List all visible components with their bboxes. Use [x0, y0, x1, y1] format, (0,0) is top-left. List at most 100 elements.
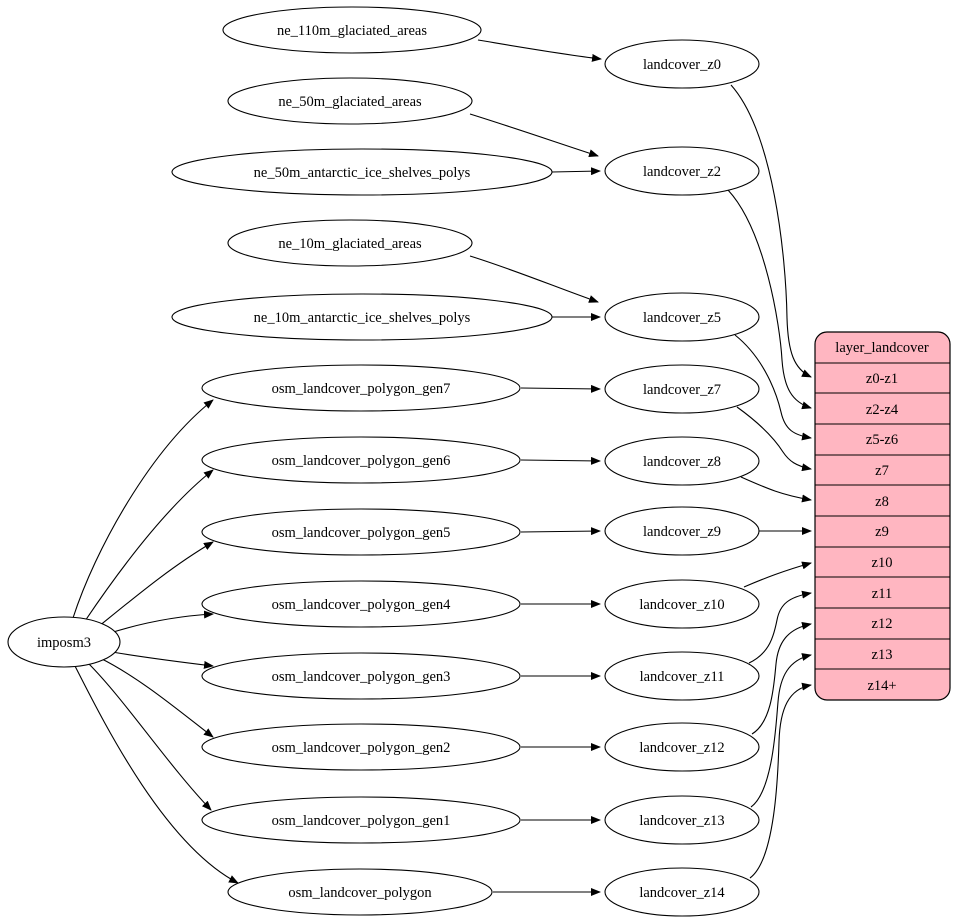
view-label: landcover_z10: [639, 597, 724, 613]
edge-gen7-to-z7: [520, 384, 601, 393]
edge-imposm3-to-gen7: [72, 399, 214, 619]
source-label: ne_50m_antarctic_ice_shelves_polys: [254, 165, 471, 181]
view-label: landcover_z2: [643, 164, 721, 180]
imposm3-label: imposm3: [37, 635, 91, 651]
view-shape: [604, 867, 760, 917]
edge-z5-to-row-z5-z6: [734, 334, 812, 441]
edges-importer: [72, 399, 239, 884]
source-shape: [171, 148, 553, 196]
node-osm-landcover-polygon-gen3: osm_landcover_polygon_gen3: [201, 652, 521, 700]
source-label: osm_landcover_polygon_gen2: [272, 740, 451, 756]
edge-gen6-to-z8: [520, 456, 601, 465]
view-shape: [604, 506, 760, 556]
source-shape: [227, 77, 473, 125]
edge-z14-to-row-z14plus: [749, 682, 812, 879]
view-label: landcover_z8: [643, 454, 721, 470]
source-shape: [222, 6, 482, 54]
view-shape: [604, 579, 760, 629]
edge-z2-to-row-z2-z4: [727, 189, 812, 410]
record-row-z7: z7: [875, 463, 889, 479]
source-shape: [201, 796, 521, 844]
node-landcover-z13: landcover_z13: [604, 795, 760, 845]
edge-imposm3-to-gen6: [84, 469, 214, 622]
node-landcover-z8: landcover_z8: [604, 436, 760, 486]
edge-z12-to-row-z12: [751, 621, 812, 735]
edge-gen5-to-z9: [520, 527, 601, 536]
node-layer-landcover: layer_landcover z0-z1 z2-z4 z5-z6 z7 z8 …: [814, 331, 951, 701]
source-label: ne_50m_glaciated_areas: [278, 94, 422, 110]
view-shape: [604, 364, 760, 414]
record-row-z11: z11: [872, 586, 892, 602]
node-imposm3: imposm3: [7, 616, 121, 668]
edge-z0-to-row-z0-z1: [730, 84, 812, 378]
source-shape: [201, 652, 521, 700]
node-landcover-z7: landcover_z7: [604, 364, 760, 414]
edges-sources: [469, 39, 602, 896]
view-label: landcover_z5: [643, 310, 721, 326]
node-ne-110m-glaciated-areas: ne_110m_glaciated_areas: [222, 6, 482, 54]
view-label: landcover_z9: [643, 524, 721, 540]
edge-ne50m-to-z2: [469, 113, 599, 158]
edges-to-record: [727, 84, 812, 879]
edge-imposm3-to-gen5: [97, 541, 214, 628]
source-shape: [171, 293, 553, 341]
record-row-z0-z1: z0-z1: [866, 371, 898, 387]
source-label: ne_10m_antarctic_ice_shelves_polys: [254, 310, 471, 326]
node-landcover-z11: landcover_z11: [604, 651, 760, 701]
view-label: landcover_z0: [643, 57, 721, 73]
edge-z10-to-row-z10: [743, 561, 812, 588]
edge-z7-to-row-z7: [736, 406, 812, 472]
record-row-z14plus: z14+: [867, 678, 896, 694]
source-shape: [201, 723, 521, 771]
node-osm-landcover-polygon-gen4: osm_landcover_polygon_gen4: [201, 580, 521, 628]
record-row-z12: z12: [872, 616, 893, 632]
node-ne-10m-antarctic-ice-shelves-polys: ne_10m_antarctic_ice_shelves_polys: [171, 293, 553, 341]
node-osm-landcover-polygon-gen1: osm_landcover_polygon_gen1: [201, 796, 521, 844]
node-ne-50m-glaciated-areas: ne_50m_glaciated_areas: [227, 77, 473, 125]
edge-imposm3-to-gen1: [87, 662, 212, 811]
edge-ne10m-to-z5: [469, 255, 599, 303]
node-osm-landcover-polygon: osm_landcover_polygon: [227, 868, 493, 916]
view-label: landcover_z12: [639, 740, 724, 756]
edge-z11-to-row-z11: [748, 590, 812, 664]
view-shape: [604, 292, 760, 342]
source-label: osm_landcover_polygon: [288, 885, 432, 901]
record-row-z9: z9: [875, 524, 889, 540]
node-landcover-z5: landcover_z5: [604, 292, 760, 342]
node-landcover-z14: landcover_z14: [604, 867, 760, 917]
source-shape: [201, 580, 521, 628]
view-shape: [604, 436, 760, 486]
node-ne-10m-glaciated-areas: ne_10m_glaciated_areas: [227, 219, 473, 267]
view-shape: [604, 722, 760, 772]
source-shape: [227, 868, 493, 916]
edge-imposm3-to-gen4: [109, 610, 214, 634]
source-label: osm_landcover_polygon_gen1: [272, 813, 451, 829]
node-landcover-z10: landcover_z10: [604, 579, 760, 629]
view-shape: [604, 146, 760, 196]
edge-z8-to-row-z8: [740, 476, 812, 503]
node-ne-50m-antarctic-ice-shelves-polys: ne_50m_antarctic_ice_shelves_polys: [171, 148, 553, 196]
view-label: landcover_z13: [639, 813, 724, 829]
record-row-z13: z13: [872, 647, 893, 663]
node-landcover-z12: landcover_z12: [604, 722, 760, 772]
source-label: osm_landcover_polygon_gen3: [272, 669, 451, 685]
view-label: landcover_z14: [639, 885, 725, 901]
source-label: osm_landcover_polygon_gen5: [272, 525, 451, 541]
node-osm-landcover-polygon-gen2: osm_landcover_polygon_gen2: [201, 723, 521, 771]
edge-z13-to-row-z13: [750, 653, 812, 808]
record-header: layer_landcover: [835, 340, 929, 356]
edge-ne50m-antarctic-to-z2: [551, 167, 601, 176]
source-shape: [227, 219, 473, 267]
node-osm-landcover-polygon-gen6: osm_landcover_polygon_gen6: [201, 436, 521, 484]
edge-ne110m-to-z0: [477, 39, 602, 62]
edge-imposm3-to-gen3: [111, 651, 214, 669]
view-label: landcover_z11: [640, 669, 725, 685]
source-label: osm_landcover_polygon_gen6: [272, 453, 451, 469]
record-row-z8: z8: [875, 494, 889, 510]
record-row-z10: z10: [872, 555, 893, 571]
view-shape: [604, 39, 760, 89]
view-label: landcover_z7: [643, 382, 721, 398]
node-landcover-z0: landcover_z0: [604, 39, 760, 89]
